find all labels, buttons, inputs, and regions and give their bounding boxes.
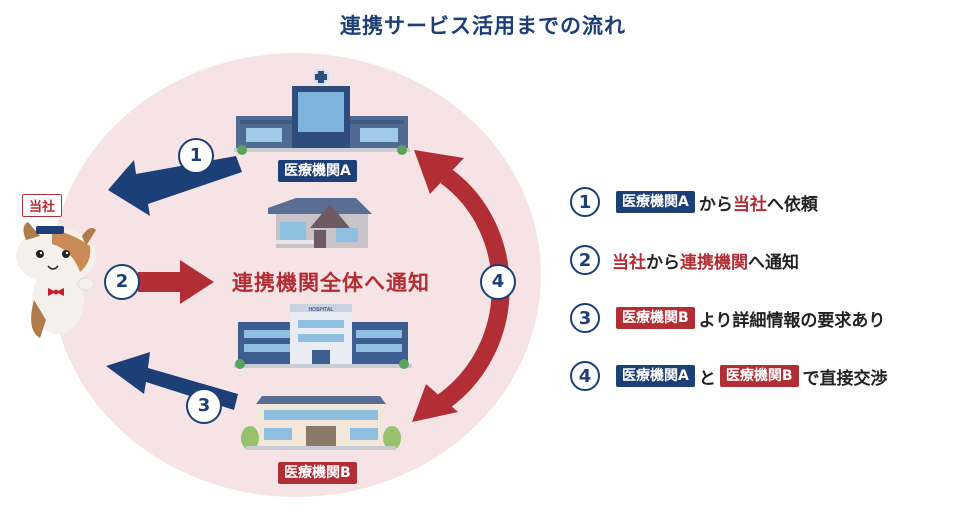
- step-3-number: 3: [197, 395, 211, 416]
- legend-row-3: 3 医療機関B より詳細情報の要求あり: [570, 300, 888, 336]
- step-2-circle: [104, 264, 140, 300]
- hospital-b-label-wrap: 医療機関B: [278, 462, 357, 484]
- cat-mascot-icon: [16, 222, 96, 338]
- legend-tag: 医療機関A: [616, 191, 695, 213]
- legend: 1 医療機関A から 当社 へ依頼 2 当社 から 連携機関 へ通知 3 医療機…: [570, 184, 888, 416]
- step-4-number: 4: [491, 271, 505, 292]
- legend-number: 2: [570, 245, 600, 275]
- hospital-a-label: 医療機関A: [278, 160, 357, 182]
- legend-row-1: 1 医療機関A から 当社 へ依頼: [570, 184, 888, 220]
- legend-text: より詳細情報の要求あり: [698, 310, 886, 331]
- legend-text: へ通知: [748, 252, 799, 273]
- legend-row-2: 2 当社 から 連携機関 へ通知: [570, 242, 888, 278]
- step-1-circle: [178, 138, 214, 174]
- hospital-a-label-wrap: 医療機関A: [278, 160, 357, 182]
- hospital-a-building-icon: [234, 69, 410, 155]
- legend-number: 4: [570, 361, 600, 391]
- house-icon: [268, 198, 372, 248]
- step-3-circle: [186, 388, 222, 424]
- legend-tag: 医療機関B: [719, 365, 799, 387]
- center-notify-label: 連携機関全体へ通知: [232, 271, 430, 295]
- hospital-building-icon: [234, 304, 412, 369]
- legend-text: へ依頼: [766, 194, 818, 215]
- hospital-sign: HOSPITAL: [309, 307, 334, 313]
- page-title: 連携サービス活用までの流れ: [340, 14, 626, 38]
- legend-number: 1: [570, 187, 600, 217]
- legend-tag: 医療機関A: [616, 365, 695, 387]
- legend-text: から: [646, 252, 680, 273]
- hospital-b-label: 医療機関B: [278, 462, 357, 484]
- step-1-number: 1: [189, 145, 203, 166]
- legend-number: 3: [570, 303, 600, 333]
- legend-red-text: 連携機関: [680, 252, 748, 273]
- legend-text: と: [698, 368, 716, 389]
- legend-red-text: 当社: [732, 194, 767, 215]
- legend-tag: 医療機関B: [616, 307, 695, 329]
- arrow-1-icon: [108, 156, 242, 216]
- hospital-b-building-icon: [241, 396, 401, 450]
- step-2-number: 2: [115, 271, 129, 292]
- company-label: 当社: [22, 194, 63, 217]
- legend-red-text: 当社: [612, 252, 646, 273]
- legend-text: で直接交渉: [802, 368, 888, 389]
- legend-text: から: [698, 194, 733, 215]
- legend-row-4: 4 医療機関A と 医療機関B で直接交渉: [570, 358, 888, 394]
- arrow-2-icon: [138, 260, 214, 304]
- step-4-circle: [480, 264, 516, 300]
